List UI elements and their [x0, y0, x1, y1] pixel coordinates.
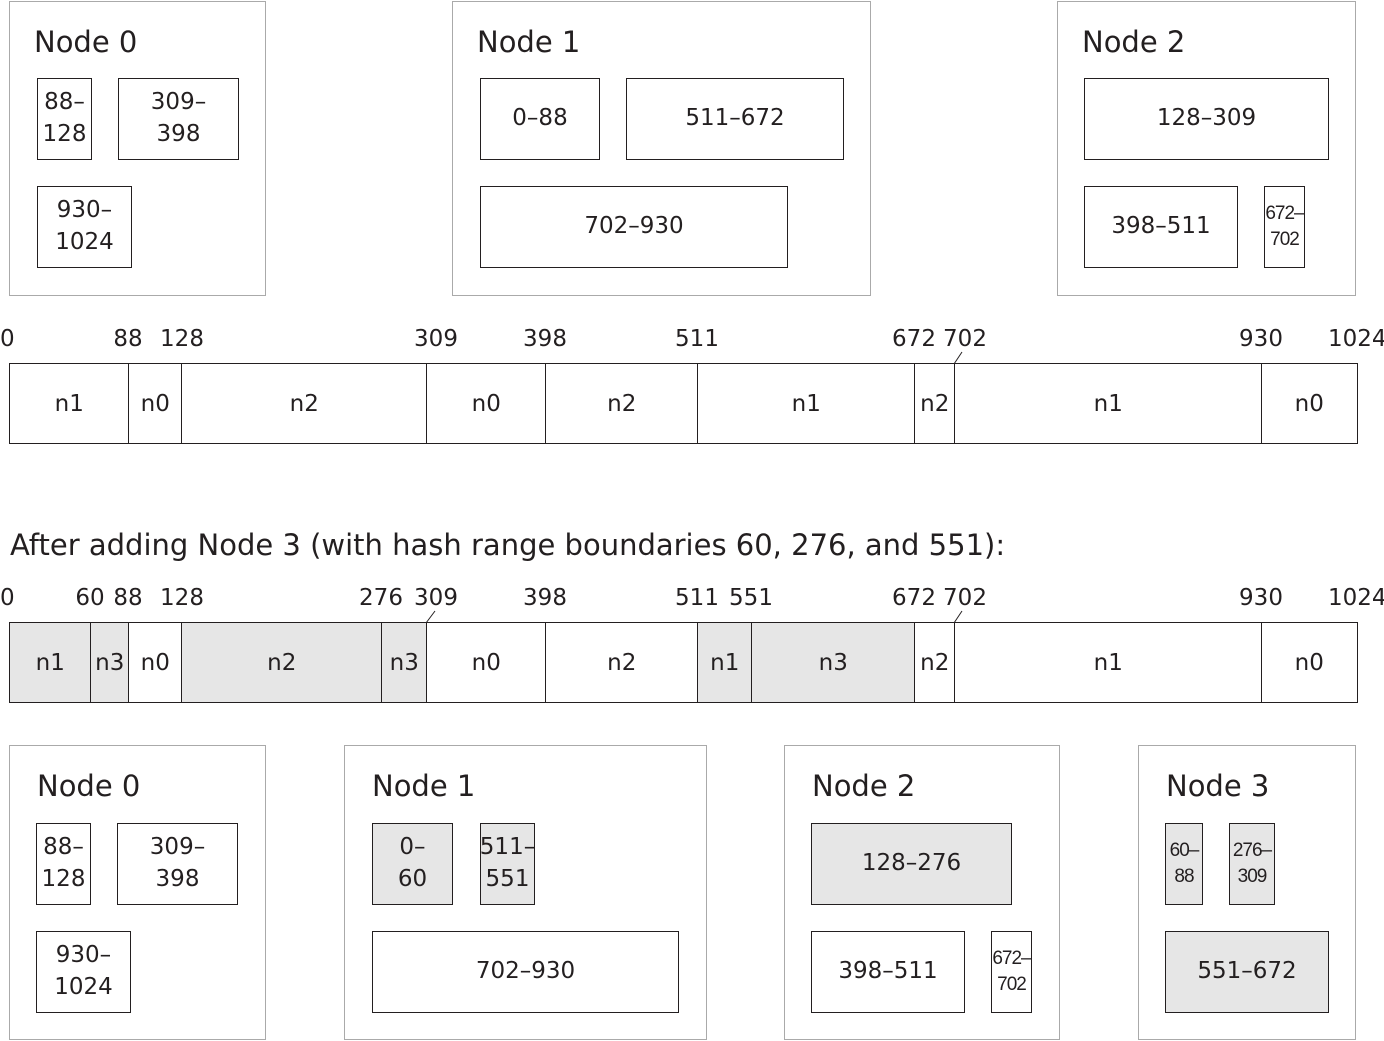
segment-60-88: n3: [90, 622, 130, 703]
segment-672-702: n2: [914, 363, 956, 444]
tick-label-60: 60: [75, 585, 105, 611]
segment-0-60: n1: [9, 622, 92, 703]
before-node-1-title: Node 1: [477, 25, 581, 59]
before-node-0-range-930-1024: 930– 1024: [37, 186, 132, 268]
before-node-2-title: Node 2: [1082, 25, 1186, 59]
tick-label-511: 511: [675, 585, 719, 611]
before-node-1-range-702-930: 702–930: [480, 186, 788, 268]
tick-label-930: 930: [1239, 585, 1283, 611]
tick-label-551: 551: [729, 585, 773, 611]
segment-0-88: n1: [9, 363, 130, 444]
tick-label-0: 0: [0, 326, 15, 352]
segment-128-276: n2: [181, 622, 383, 703]
after-node-0-range-88-128: 88– 128: [36, 823, 91, 905]
tick-label-511: 511: [675, 326, 719, 352]
tick-label-88: 88: [113, 326, 143, 352]
segment-128-309: n2: [181, 363, 428, 444]
before-node-2-range-128-309: 128–309: [1084, 78, 1329, 160]
before-node-1-range-511-672: 511–672: [626, 78, 844, 160]
after-node-2-range-128-276: 128–276: [811, 823, 1012, 905]
before-node-2-range-398-511: 398–511: [1084, 186, 1238, 268]
tick-label-128: 128: [160, 326, 204, 352]
before-node-0-range-88-128: 88– 128: [37, 78, 92, 160]
before-node-0-title: Node 0: [34, 25, 138, 59]
segment-398-511: n2: [545, 363, 699, 444]
segment-88-128: n0: [128, 363, 183, 444]
segment-702-930: n1: [954, 622, 1263, 703]
after-node-2-title: Node 2: [812, 769, 916, 803]
after-node-2-range-398-511: 398–511: [811, 931, 965, 1013]
after-node-3-title: Node 3: [1166, 769, 1270, 803]
after-node-3-range-276-309: 276– 309: [1229, 823, 1275, 905]
tick-label-88: 88: [113, 585, 143, 611]
tick-label-672: 672: [892, 326, 936, 352]
tick-label-1024: 1024: [1328, 326, 1384, 352]
segment-672-702: n2: [914, 622, 956, 703]
after-node-3-range-60-88: 60– 88: [1165, 823, 1203, 905]
segment-309-398: n0: [426, 622, 547, 703]
segment-702-930: n1: [954, 363, 1263, 444]
after-node-2-range-672-702: 672– 702: [991, 931, 1032, 1013]
after-caption: After adding Node 3 (with hash range bou…: [10, 528, 1006, 562]
tick-label-930: 930: [1239, 326, 1283, 352]
tick-label-398: 398: [523, 585, 567, 611]
segment-88-128: n0: [128, 622, 183, 703]
tick-label-702: 702: [943, 326, 987, 352]
segment-930-1024: n0: [1261, 622, 1358, 703]
before-node-2-range-672-702: 672– 702: [1264, 186, 1305, 268]
tick-label-309: 309: [414, 585, 458, 611]
tick-label-309: 309: [414, 326, 458, 352]
tick-label-398: 398: [523, 326, 567, 352]
segment-551-672: n3: [751, 622, 916, 703]
tick-label-702: 702: [943, 585, 987, 611]
tick-label-1024: 1024: [1328, 585, 1384, 611]
segment-511-672: n1: [697, 363, 916, 444]
segment-511-551: n1: [697, 622, 753, 703]
after-node-1-title: Node 1: [372, 769, 476, 803]
tick-label-672: 672: [892, 585, 936, 611]
tick-label-0: 0: [0, 585, 15, 611]
after-node-1-range-702-930: 702–930: [372, 931, 679, 1013]
after-node-1-range-511-551: 511– 551: [480, 823, 535, 905]
tick-label-276: 276: [359, 585, 403, 611]
after-node-3-range-551-672: 551–672: [1165, 931, 1329, 1013]
segment-276-309: n3: [381, 622, 428, 703]
after-node-1-range-0-60: 0– 60: [372, 823, 453, 905]
before-node-1-range-0-88: 0–88: [480, 78, 600, 160]
tick-label-128: 128: [160, 585, 204, 611]
before-node-0-range-309-398: 309– 398: [118, 78, 239, 160]
segment-309-398: n0: [426, 363, 547, 444]
after-node-0-range-309-398: 309– 398: [117, 823, 238, 905]
after-node-0-range-930-1024: 930– 1024: [36, 931, 131, 1013]
segment-930-1024: n0: [1261, 363, 1358, 444]
after-node-0-title: Node 0: [37, 769, 141, 803]
segment-398-511: n2: [545, 622, 699, 703]
